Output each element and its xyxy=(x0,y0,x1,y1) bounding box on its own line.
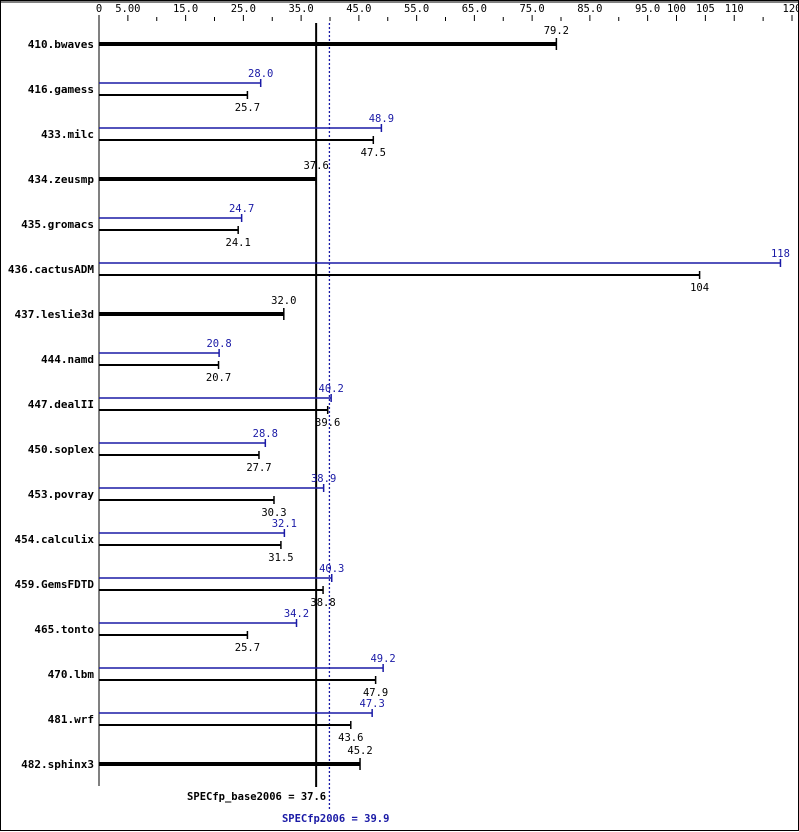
base-value-label: 25.7 xyxy=(235,102,260,114)
x-tick-label: 65.0 xyxy=(462,3,487,15)
peak-value-label: 49.2 xyxy=(370,653,395,665)
base-value-label: 20.7 xyxy=(206,372,231,384)
peak-value-label: 38.9 xyxy=(311,473,336,485)
benchmark-label: 433.milc xyxy=(41,128,94,141)
peak-value-label: 20.8 xyxy=(206,338,231,350)
x-tick-label: 0 xyxy=(96,3,102,15)
base-value-label: 30.3 xyxy=(261,507,286,519)
base-value-label: 27.7 xyxy=(246,462,271,474)
base-value-label: 47.5 xyxy=(361,147,386,159)
x-tick-label: 45.0 xyxy=(346,3,371,15)
benchmark-label: 459.GemsFDTD xyxy=(15,578,95,591)
x-tick-label: 110 xyxy=(725,3,744,15)
benchmark-label: 454.calculix xyxy=(15,533,95,546)
benchmark-label: 447.dealII xyxy=(28,398,94,411)
peak-value-label: 40.2 xyxy=(319,383,344,395)
peak-reference-label: SPECfp2006 = 39.9 xyxy=(282,813,389,825)
base-value-label: 25.7 xyxy=(235,642,260,654)
peak-value-label: 34.2 xyxy=(284,608,309,620)
x-tick-label: 95.0 xyxy=(635,3,660,15)
x-tick-label: 85.0 xyxy=(577,3,602,15)
x-tick-label: 35.0 xyxy=(288,3,313,15)
peak-value-label: 40.3 xyxy=(319,563,344,575)
benchmark-label: 435.gromacs xyxy=(21,218,94,231)
base-value-label: 38.8 xyxy=(310,597,335,609)
peak-value-label: 28.8 xyxy=(253,428,278,440)
benchmark-label: 450.soplex xyxy=(28,443,95,456)
benchmark-label: 436.cactusADM xyxy=(8,263,94,276)
base-value-label: 39.6 xyxy=(315,417,340,429)
base-value-label: 104 xyxy=(690,282,709,294)
peak-value-label: 24.7 xyxy=(229,203,254,215)
peak-value-label: 28.0 xyxy=(248,68,273,80)
x-tick-label: 5.00 xyxy=(115,3,140,15)
base-value-label: 47.9 xyxy=(363,687,388,699)
benchmark-label: 453.povray xyxy=(28,488,95,501)
x-tick-label: 15.0 xyxy=(173,3,198,15)
peak-value-label: 32.1 xyxy=(272,518,297,530)
base-value-label: 31.5 xyxy=(268,552,293,564)
peak-value-label: 118 xyxy=(771,248,790,260)
base-value-label: 79.2 xyxy=(544,25,569,37)
benchmark-label: 470.lbm xyxy=(48,668,95,681)
x-tick-label: 105 xyxy=(696,3,715,15)
base-value-label: 32.0 xyxy=(271,295,296,307)
base-reference-label: SPECfp_base2006 = 37.6 xyxy=(187,791,326,803)
benchmark-label: 437.leslie3d xyxy=(15,308,94,321)
x-tick-label: 100 xyxy=(667,3,686,15)
benchmark-label: 465.tonto xyxy=(34,623,94,636)
x-tick-label: 120 xyxy=(783,3,799,15)
benchmark-label: 482.sphinx3 xyxy=(21,758,94,771)
benchmark-label: 410.bwaves xyxy=(28,38,94,51)
x-tick-label: 75.0 xyxy=(519,3,544,15)
x-tick-label: 55.0 xyxy=(404,3,429,15)
benchmark-label: 481.wrf xyxy=(48,713,94,726)
benchmark-label: 434.zeusmp xyxy=(28,173,95,186)
base-value-label: 24.1 xyxy=(226,237,251,249)
base-value-label: 37.6 xyxy=(303,160,328,172)
peak-value-label: 47.3 xyxy=(360,698,385,710)
peak-value-label: 48.9 xyxy=(369,113,394,125)
base-value-label: 43.6 xyxy=(338,732,363,744)
base-value-label: 45.2 xyxy=(347,745,372,757)
benchmark-label: 416.gamess xyxy=(28,83,94,96)
benchmark-label: 444.namd xyxy=(41,353,94,366)
x-tick-label: 25.0 xyxy=(231,3,256,15)
